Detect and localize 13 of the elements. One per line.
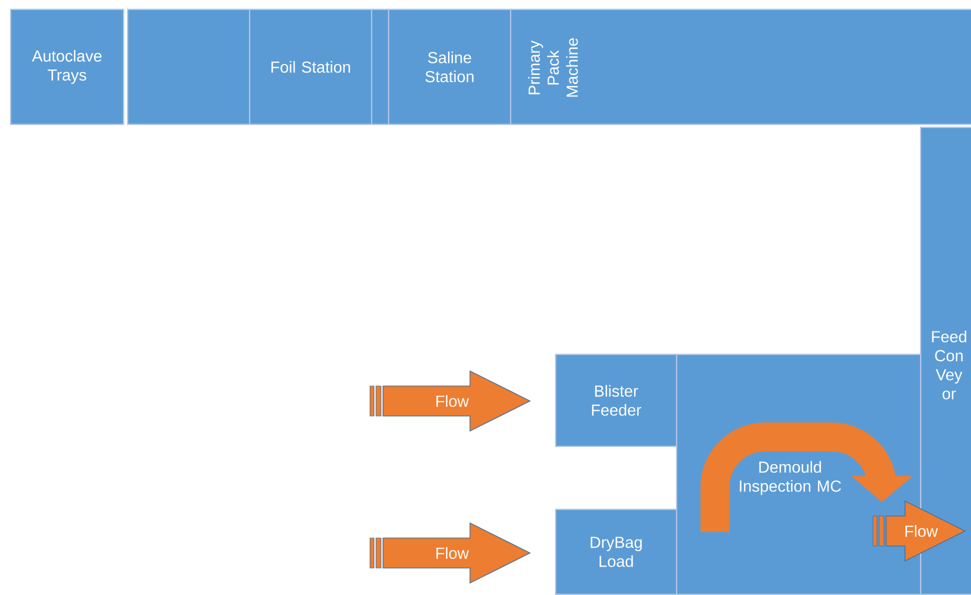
block-arrow: [872, 500, 966, 562]
edge-label: Flow: [436, 395, 469, 407]
empty-box: [371, 8, 390, 125]
station-box: Autoclave Trays: [10, 8, 124, 125]
station-box: Blister Feeder: [555, 354, 678, 447]
machine-label: Primary Pack Machine: [528, 38, 578, 97]
block-arrow: [370, 522, 531, 584]
edge-label: Flow: [436, 547, 469, 559]
station-box: DryBag Load: [555, 508, 678, 595]
machine-label: Demould Inspection MC: [740, 461, 841, 495]
edge-label: Flow: [905, 525, 938, 537]
block-arrow: [370, 370, 531, 432]
machine-label: Feed Con Vey or: [932, 330, 966, 400]
